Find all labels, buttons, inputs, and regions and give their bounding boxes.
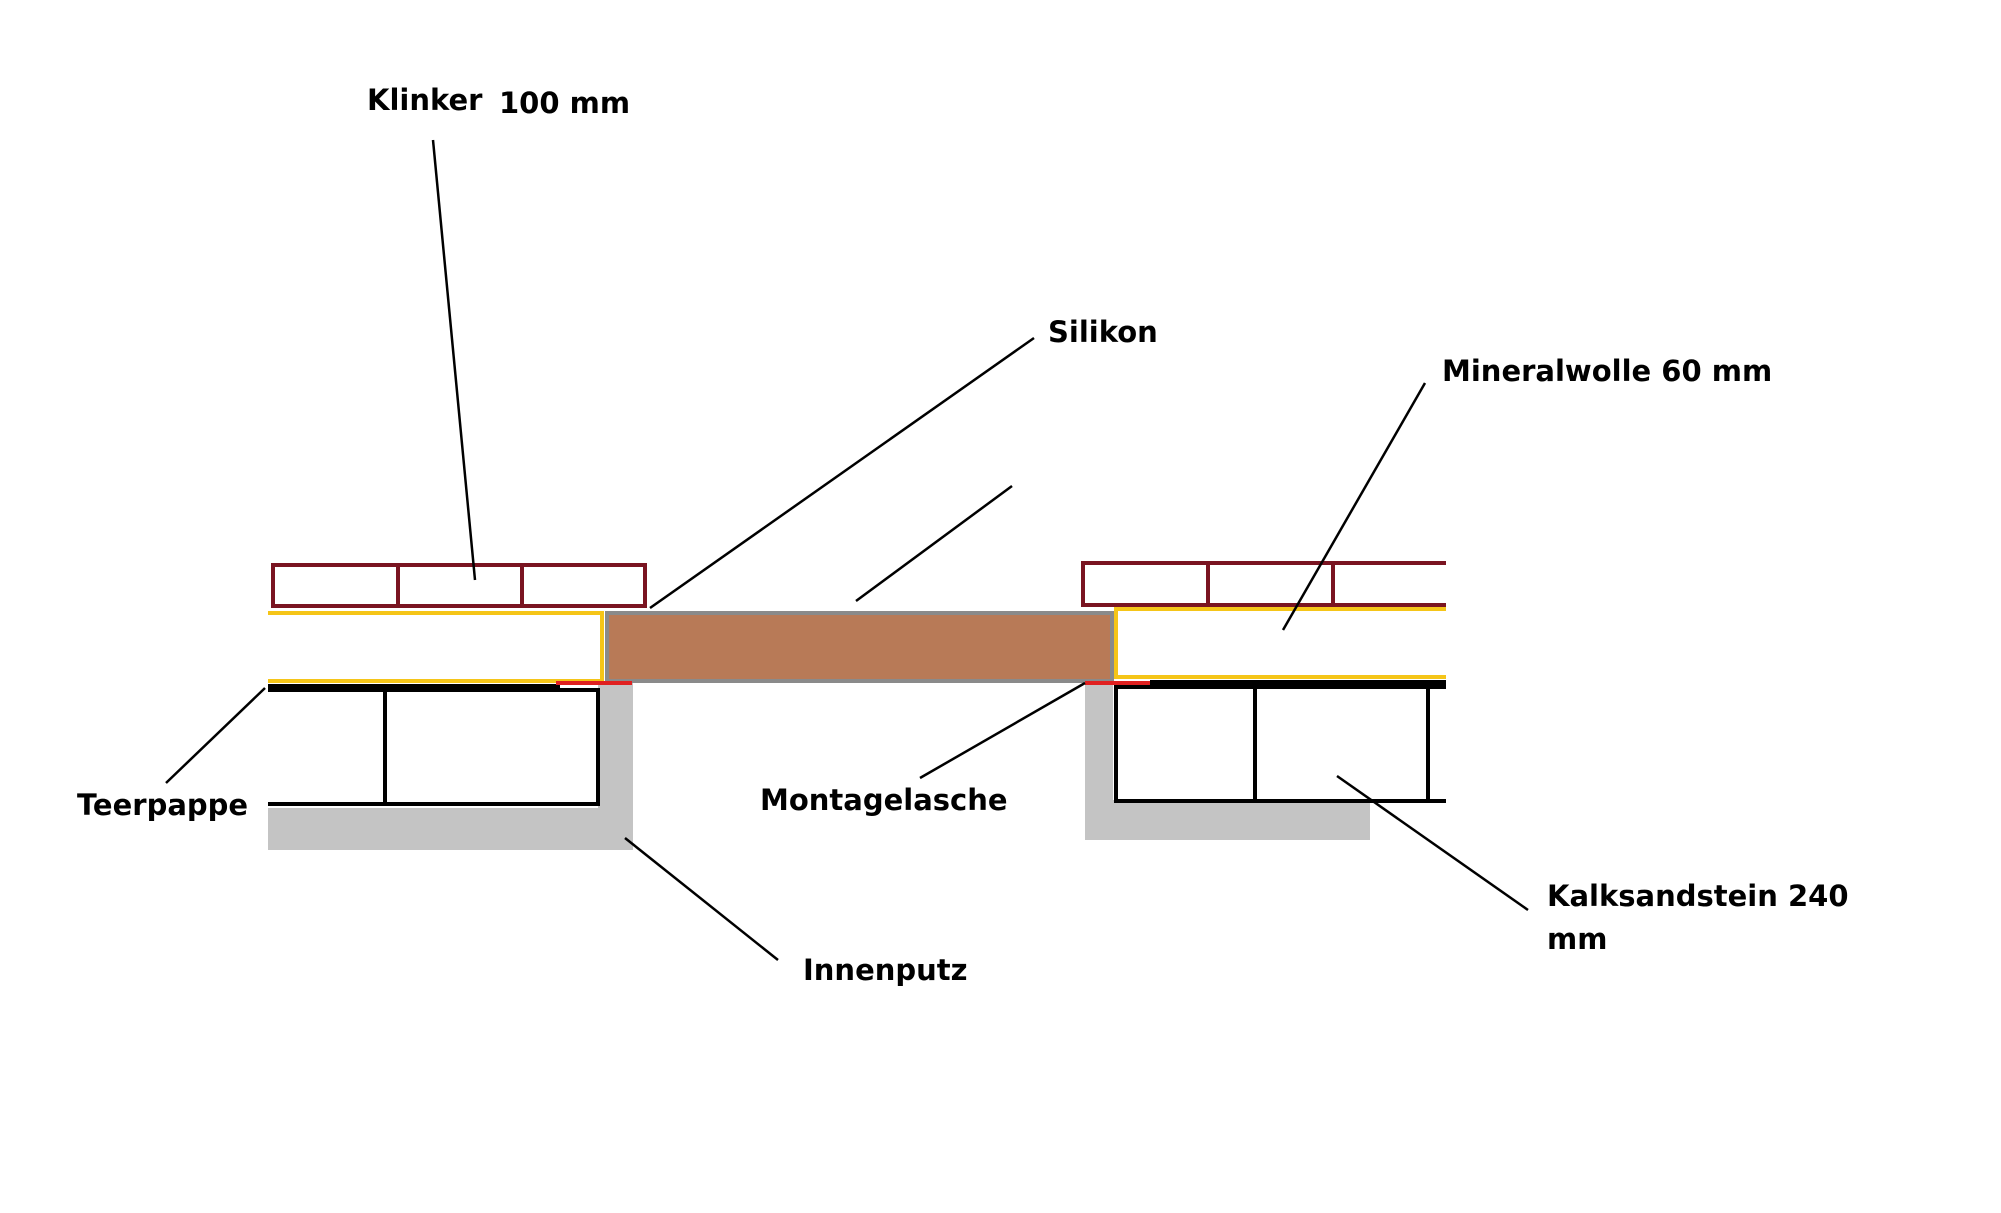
silikon-leader-line: [649, 336, 1035, 610]
teerpappe-label: Teerpappe: [77, 788, 249, 822]
klinker-leader-line: [431, 139, 477, 581]
kalksandstein-leader-line: [1336, 774, 1529, 912]
teerpappe-leader-line: [165, 687, 266, 784]
klinker-label: Klinker: [367, 83, 483, 117]
silikon-label: Silikon: [1048, 315, 1158, 349]
klinker-thickness-label: 100 mm: [499, 86, 631, 120]
kalksandstein-left: [268, 688, 600, 806]
mineralwolle-leader-line: [1281, 382, 1427, 631]
stray-leader-line: [855, 484, 1013, 603]
mineralwolle-label: Mineralwolle 60 mm: [1442, 354, 1773, 388]
innenputz-left: [268, 682, 633, 850]
mineralwolle-left: [268, 611, 604, 683]
innenputz-right: [1085, 682, 1370, 840]
window-frame: [605, 611, 1114, 683]
kalksandstein-label: Kalksandstein 240: [1547, 879, 1849, 913]
mineralwolle-right: [1114, 607, 1446, 679]
klinker-right: [1081, 561, 1446, 607]
innenputz-label: Innenputz: [803, 953, 968, 987]
montagelasche-leader-line: [919, 681, 1086, 780]
kalksandstein-right: [1114, 685, 1446, 803]
klinker-left: [271, 563, 647, 608]
kalksandstein-unit-label: mm: [1547, 922, 1608, 956]
innenputz-leader-line: [624, 837, 779, 961]
montagelasche-label: Montagelasche: [760, 783, 1008, 817]
